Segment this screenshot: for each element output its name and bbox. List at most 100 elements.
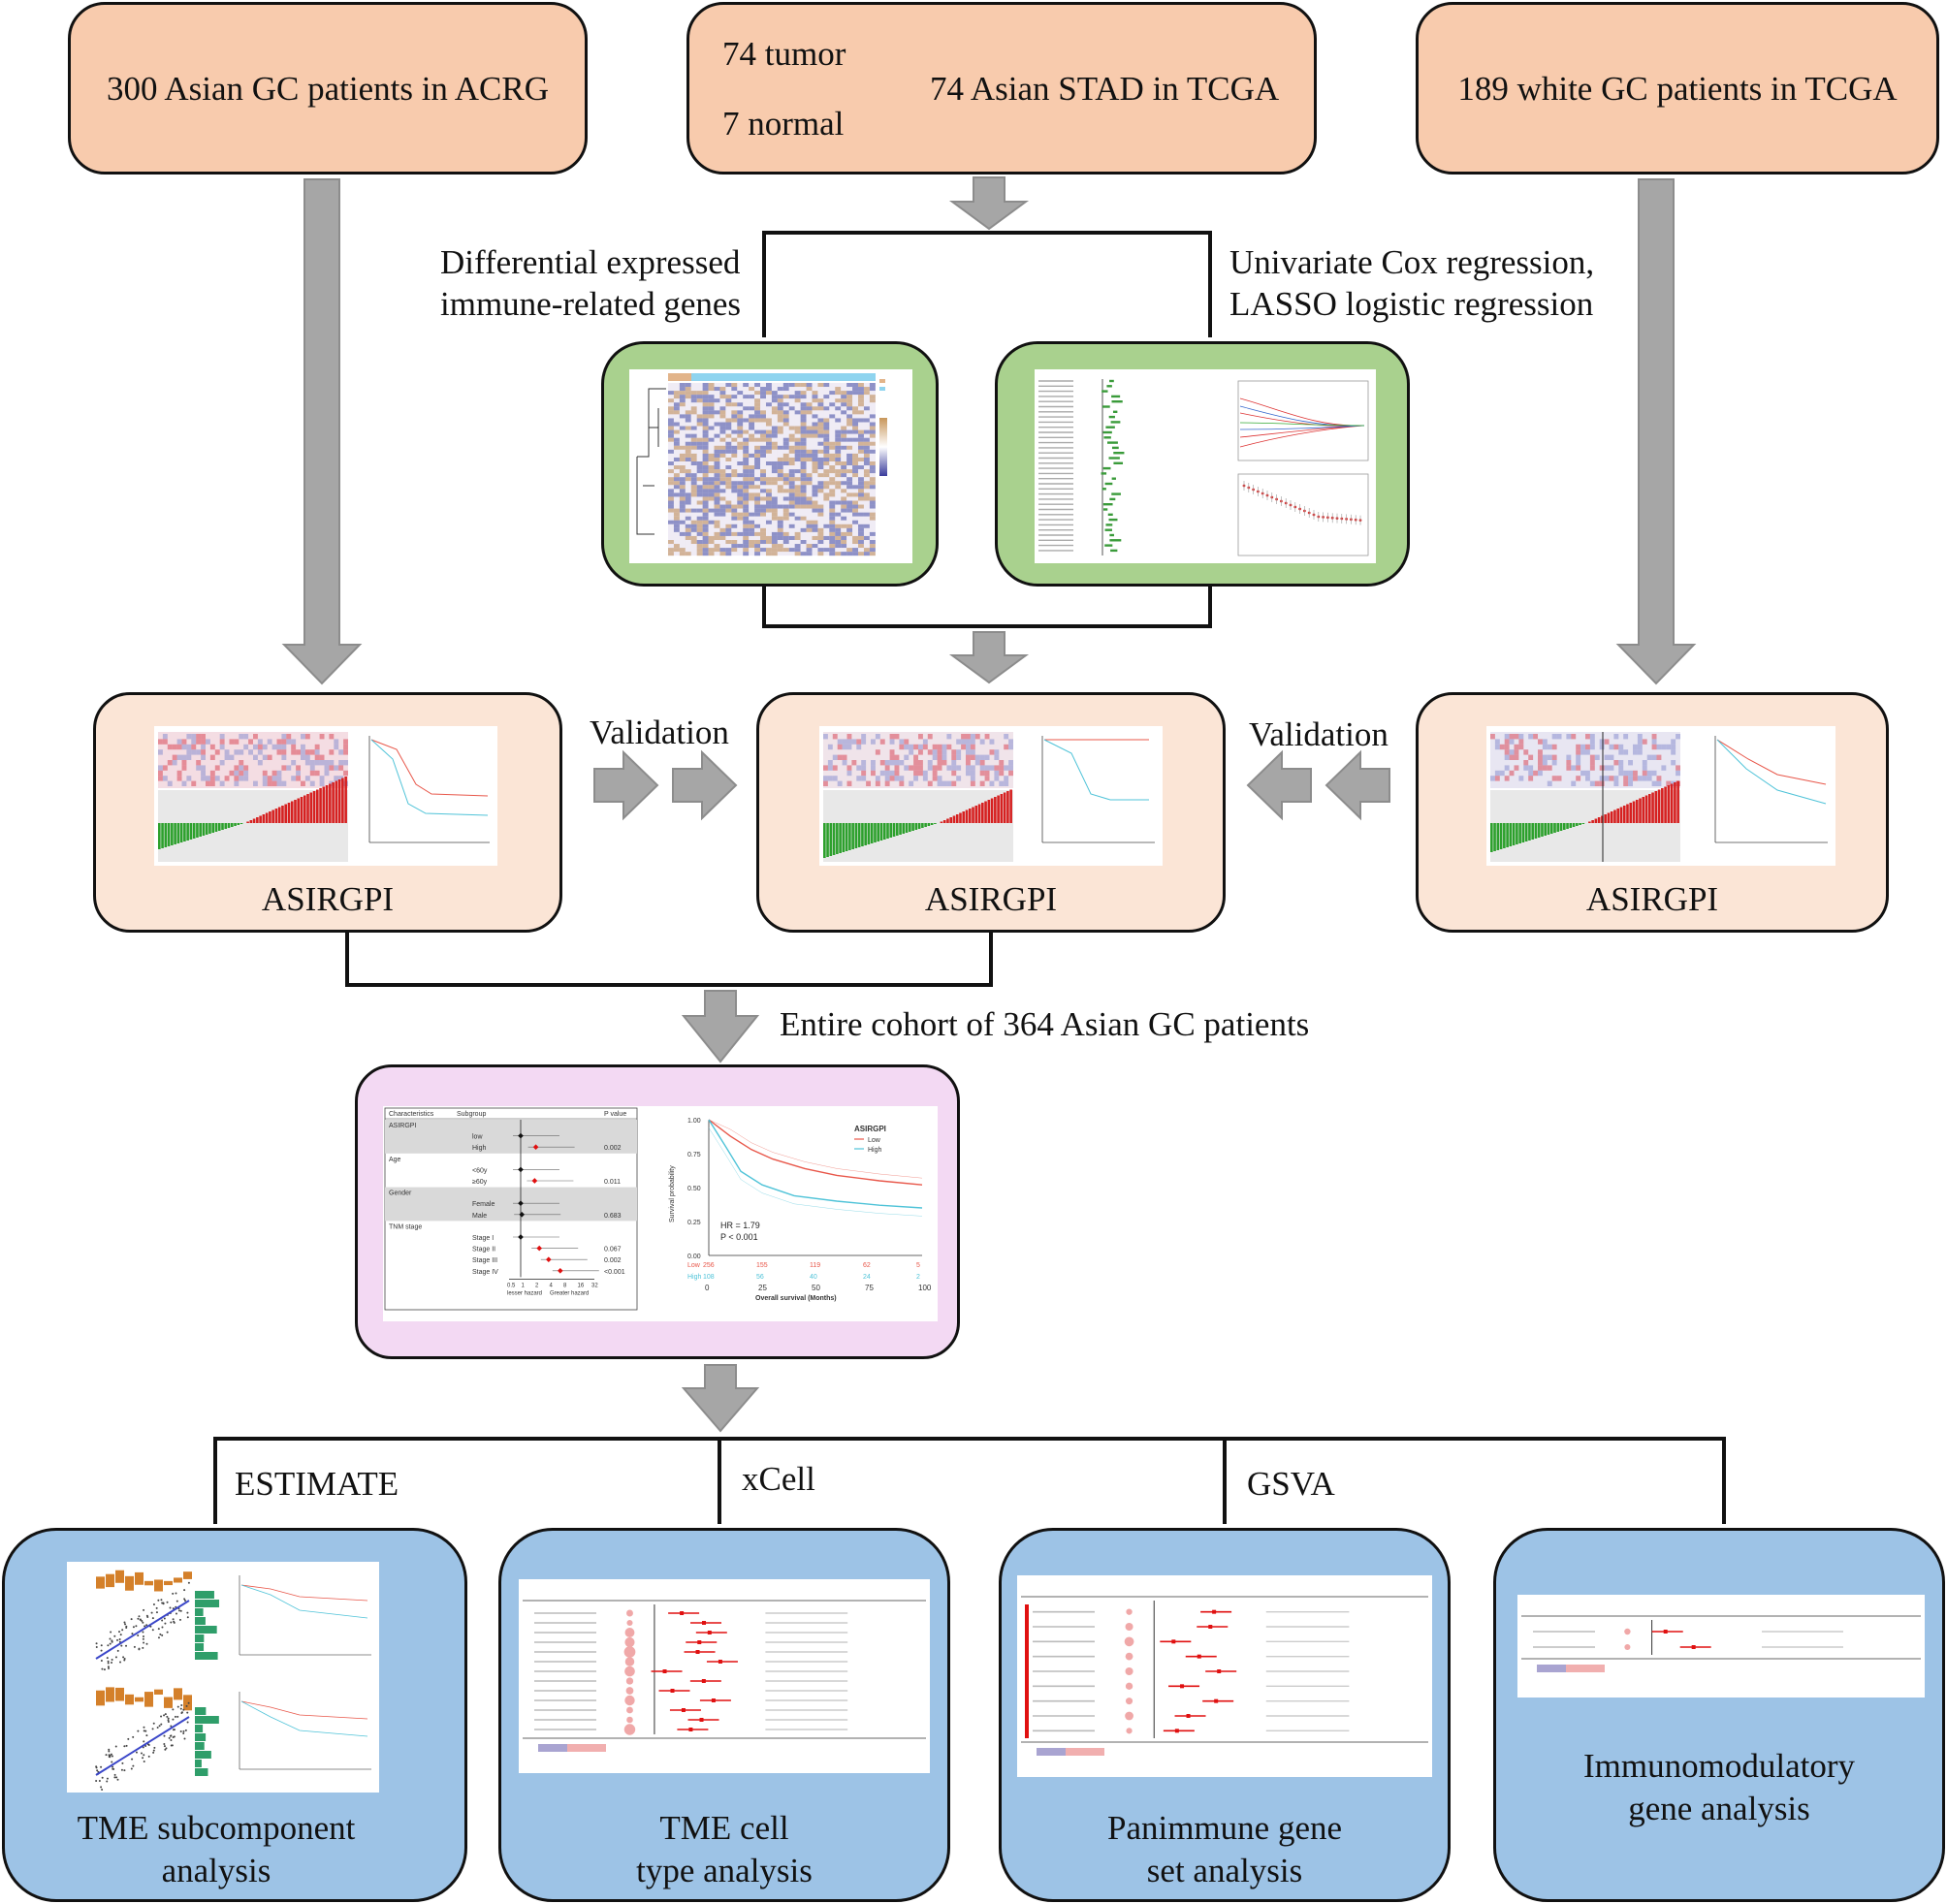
km-xtick: 75 <box>865 1284 874 1292</box>
forest-group-label: Gender <box>389 1190 412 1197</box>
immunomodulatory-forest-thumbnail <box>1521 1615 1921 1672</box>
forest-subgroup-label: low <box>472 1134 483 1141</box>
arrow-validation-right-1 <box>1246 749 1312 821</box>
forest-group-label: Age <box>389 1157 401 1163</box>
forest-subgroup-label: Stage III <box>472 1257 497 1264</box>
km-risk-low: 155 <box>756 1262 768 1269</box>
acrg-label: 300 Asian GC patients in ACRG <box>107 70 549 108</box>
immunomodulatory-box: Immunomodulatory gene analysis <box>1493 1528 1945 1902</box>
forest-subgroup-label: Female <box>472 1201 495 1208</box>
km-legend-title: ASIRGPI <box>854 1125 886 1133</box>
arrow-validation-left-2 <box>672 749 738 821</box>
forest-header-characteristics: Characteristics <box>389 1111 434 1118</box>
tcga-asian-label: 74 Asian STAD in TCGA <box>930 70 1280 108</box>
forest-point <box>531 1178 538 1184</box>
forest-point <box>518 1132 524 1139</box>
forest-subgroup-label: Stage II <box>472 1247 495 1253</box>
forest-group-label: ASIRGPI <box>389 1123 416 1129</box>
risk-plot-thumbnail-tcga-white <box>1490 732 1828 862</box>
deg-heatmap-figure <box>629 369 912 563</box>
km-risk-high: 56 <box>756 1274 764 1281</box>
forest-subgroup-label: ≥60y <box>472 1179 488 1186</box>
forest-subgroup-label: Stage IV <box>472 1269 498 1276</box>
km-risk-low: 5 <box>916 1262 920 1269</box>
km-legend-high: High <box>868 1147 882 1154</box>
km-xtick: 100 <box>918 1284 932 1292</box>
forest-axis-tick: 8 <box>563 1283 567 1288</box>
km-risk-low-label: Low <box>687 1262 701 1269</box>
model-box-acrg: ASIRGPI <box>93 692 562 933</box>
method-label-cox-2: LASSO logistic regression <box>1229 285 1594 323</box>
arrow-validation-left-1 <box>593 749 659 821</box>
tme-subcomponent-box: TME subcomponent analysis <box>2 1528 467 1902</box>
forest-pvalue: 0.067 <box>604 1247 622 1253</box>
km-xtick: 25 <box>758 1284 767 1292</box>
lasso-box <box>995 341 1410 587</box>
acrg-box: 300 Asian GC patients in ACRG <box>68 2 588 175</box>
forest-axis-tick: 2 <box>535 1283 539 1288</box>
method-label-deg-1: Differential expressed <box>440 243 741 281</box>
tumor-label: 74 tumor <box>722 35 846 73</box>
tcga-white-box: 189 white GC patients in TCGA <box>1416 2 1939 175</box>
forest-subgroup-label: <60y <box>472 1167 488 1174</box>
km-xlabel: Overall survival (Months) <box>755 1295 837 1302</box>
immunomodulatory-label-2: gene analysis <box>1628 1790 1810 1827</box>
forest-point <box>518 1234 524 1240</box>
heatmap-thumbnail <box>636 373 887 556</box>
risk-plot-thumbnail-tcga-asian <box>823 732 1155 862</box>
forest-pvalue: <0.001 <box>604 1269 625 1276</box>
km-risk-low: 62 <box>863 1262 871 1269</box>
normal-label: 7 normal <box>722 105 845 143</box>
tcga-white-label: 189 white GC patients in TCGA <box>1457 70 1898 108</box>
model-label-tcga-white: ASIRGPI <box>1585 880 1719 918</box>
km-ytick: 1.00 <box>687 1118 701 1125</box>
km-xtick: 50 <box>812 1284 820 1292</box>
forest-point <box>518 1166 524 1173</box>
arrow-validation-right-2 <box>1325 749 1390 821</box>
km-risk-high: 108 <box>703 1274 715 1281</box>
tme-cell-type-label-2: type analysis <box>636 1852 813 1889</box>
panimmune-figure <box>1017 1575 1432 1777</box>
arrow-analysis-down <box>681 1364 760 1433</box>
km-hr: HR = 1.79 <box>720 1221 760 1230</box>
tme-subcomponent-figure <box>67 1562 379 1793</box>
tme-cell-type-label-1: TME cell <box>659 1809 789 1847</box>
km-ytick: 0.75 <box>687 1152 701 1158</box>
km-risk-high: 40 <box>810 1274 817 1281</box>
deg-heatmap-box <box>601 341 939 587</box>
panimmune-label-2: set analysis <box>1146 1852 1303 1889</box>
gsva-forest-thumbnail <box>1021 1596 1428 1756</box>
forest-subgroup-label: Male <box>472 1213 487 1220</box>
forest-axis-tick: 0.5 <box>507 1283 516 1288</box>
forest-greater-label: Greater hazard <box>550 1290 589 1296</box>
lasso-figure <box>1035 369 1376 563</box>
tme-cell-type-figure <box>519 1579 930 1773</box>
xcell-forest-thumbnail <box>523 1600 926 1752</box>
forest-subgroup-label: High <box>472 1145 487 1152</box>
cox-lasso-thumbnail <box>1038 379 1369 556</box>
forest-lesser-label: lesser hazard <box>507 1290 542 1296</box>
forest-pvalue: 0.683 <box>604 1213 622 1220</box>
model-figure-tcga-white <box>1486 726 1835 866</box>
validation-label-left: Validation <box>590 714 729 751</box>
forest-header-pvalue: P value <box>604 1111 626 1118</box>
arrow-acrg-down <box>281 178 363 685</box>
tme-subcomponent-label-1: TME subcomponent <box>77 1809 356 1847</box>
bracket-methods-bottom <box>762 587 1212 628</box>
forest-pvalue: 0.002 <box>604 1145 622 1152</box>
km-ytick: 0.25 <box>687 1220 701 1226</box>
estimate-label: ESTIMATE <box>235 1465 399 1503</box>
arrow-model-down <box>948 631 1030 684</box>
km-line-low <box>708 1119 923 1186</box>
model-box-tcga-white: ASIRGPI <box>1416 692 1889 933</box>
km-risk-high-label: High <box>687 1274 702 1281</box>
gsva-label: GSVA <box>1247 1465 1335 1503</box>
forest-axis-tick: 4 <box>550 1283 554 1288</box>
forest-pvalue: 0.011 <box>604 1179 621 1186</box>
estimate-thumbnail <box>95 1570 371 1791</box>
immunomodulatory-figure <box>1517 1595 1925 1698</box>
